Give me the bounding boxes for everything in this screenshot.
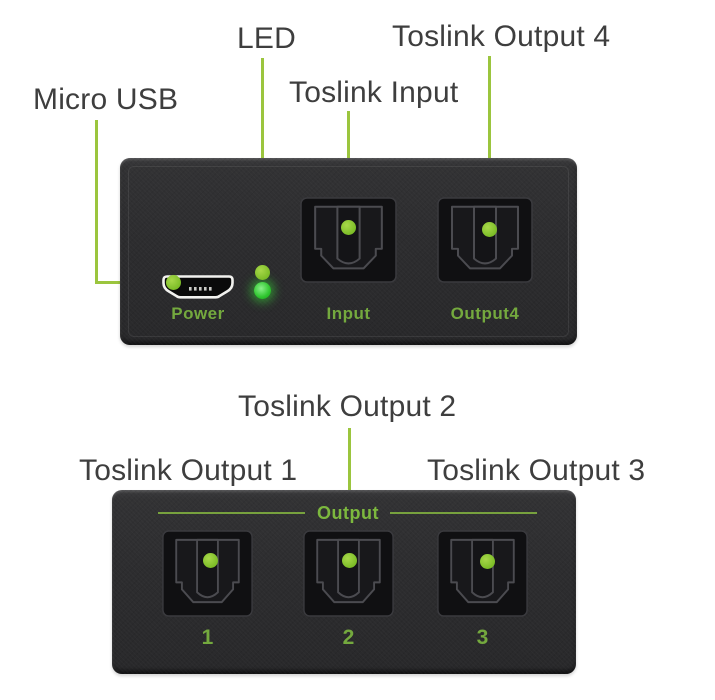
leader-dot-led — [255, 265, 270, 280]
leader-dot-toslink-input — [341, 220, 356, 235]
callout-label-toslink-output-2: Toslink Output 2 — [238, 390, 457, 423]
leader-line-toslink-output-4 — [488, 56, 491, 224]
toslink-output-2-port — [303, 530, 394, 617]
toslink-port-shape — [303, 530, 394, 617]
micro-usb-pins — [189, 287, 212, 291]
leader-dot-toslink-output-2 — [342, 553, 357, 568]
toslink-input-port — [300, 197, 397, 283]
port-number-1: 1 — [201, 626, 214, 649]
toslink-output-3-port — [437, 530, 528, 617]
port-number-3: 3 — [476, 626, 489, 649]
leader-dot-toslink-output-4 — [482, 222, 497, 237]
callout-label-toslink-output-1: Toslink Output 1 — [79, 454, 298, 487]
input-port-label: Input — [326, 304, 371, 323]
callout-label-led: LED — [237, 22, 296, 55]
toslink-port-shape — [437, 530, 528, 617]
port-number-2: 2 — [342, 626, 355, 649]
callout-label-toslink-output-4: Toslink Output 4 — [392, 20, 611, 53]
power-led-indicator — [254, 282, 271, 299]
toslink-output-1-port — [162, 530, 253, 617]
output-group-label: Output — [317, 503, 379, 523]
toslink-port-shape — [437, 197, 533, 283]
output-group-divider-right — [390, 512, 537, 514]
toslink-output-4-port — [437, 197, 533, 283]
toslink-port-shape — [300, 197, 397, 283]
device-top-view-case: Power Input Output4 — [120, 158, 577, 345]
callout-label-toslink-input: Toslink Input — [289, 76, 459, 109]
leader-line-micro-usb-vertical — [95, 120, 98, 283]
leader-dot-toslink-output-3 — [480, 554, 495, 569]
output4-port-label: Output4 — [450, 304, 520, 323]
toslink-port-shape — [162, 530, 253, 617]
output-group-divider-left — [158, 512, 305, 514]
callout-label-toslink-output-3: Toslink Output 3 — [427, 454, 646, 487]
leader-dot-toslink-output-1 — [203, 553, 218, 568]
callout-label-micro-usb: Micro USB — [33, 83, 179, 116]
device-bottom-view-case: Output 1 2 — [112, 490, 576, 674]
leader-dot-micro-usb — [166, 275, 181, 290]
power-port-label: Power — [171, 304, 225, 323]
